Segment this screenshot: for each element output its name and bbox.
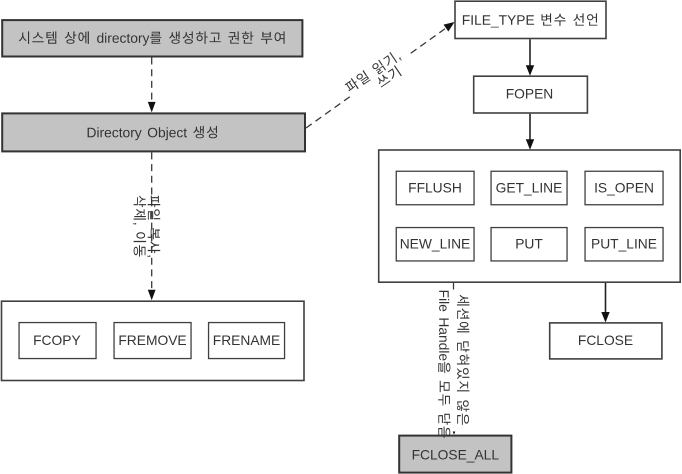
svg-text:IS_OPEN: IS_OPEN bbox=[594, 181, 654, 196]
svg-text:FREMOVE: FREMOVE bbox=[118, 333, 186, 348]
svg-text:FRENAME: FRENAME bbox=[213, 333, 280, 348]
svg-text:FCLOSE_ALL: FCLOSE_ALL bbox=[412, 447, 500, 462]
svg-text:PUT: PUT bbox=[515, 237, 543, 252]
svg-text:GET_LINE: GET_LINE bbox=[496, 181, 563, 196]
svg-text:NEW_LINE: NEW_LINE bbox=[400, 237, 471, 252]
svg-text:FCLOSE: FCLOSE bbox=[578, 333, 633, 348]
svg-text:FOPEN: FOPEN bbox=[506, 87, 554, 102]
svg-text:PUT_LINE: PUT_LINE bbox=[591, 237, 657, 252]
svg-text:FFLUSH: FFLUSH bbox=[408, 181, 462, 196]
svg-text:FCOPY: FCOPY bbox=[33, 333, 81, 348]
